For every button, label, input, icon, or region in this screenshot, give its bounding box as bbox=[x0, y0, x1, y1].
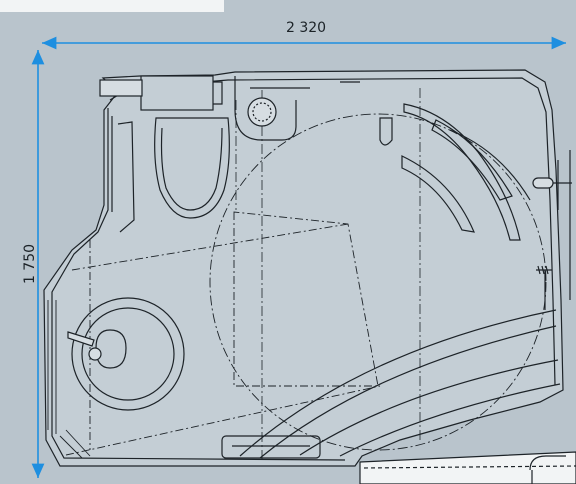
curved-base bbox=[221, 309, 561, 459]
machine-body-fill bbox=[43, 69, 564, 467]
center-lines bbox=[235, 88, 421, 460]
left-base-hatching bbox=[47, 300, 91, 459]
lower-tank bbox=[67, 297, 185, 411]
tilted-frame bbox=[65, 211, 381, 456]
drain-hole bbox=[247, 97, 277, 127]
baffle-channels bbox=[379, 103, 531, 241]
upper-container bbox=[154, 117, 230, 219]
white-header-tab bbox=[0, 0, 224, 12]
bottom-tray bbox=[359, 451, 576, 484]
right-fittings bbox=[532, 150, 572, 310]
height-dimension-label: 1 750 bbox=[22, 243, 38, 285]
drum-circle bbox=[209, 113, 547, 451]
machine-body bbox=[43, 69, 564, 467]
width-dimension-label: 2 320 bbox=[286, 20, 327, 36]
